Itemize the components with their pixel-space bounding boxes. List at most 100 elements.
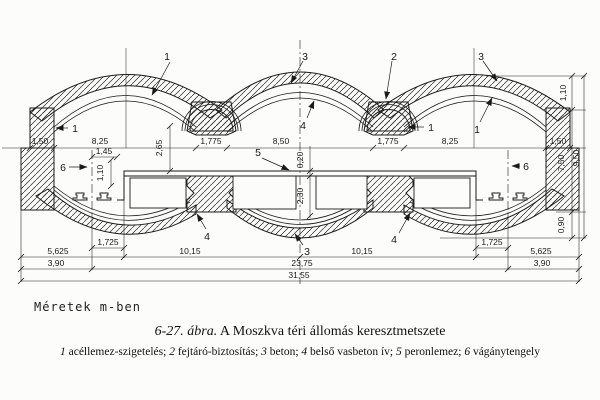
dim-950: 9,50 — [571, 149, 581, 166]
callout-3: 3 — [478, 51, 484, 63]
leader-4-invert-left — [196, 213, 207, 230]
callout-1: 1 — [474, 124, 480, 136]
legend-text: belső vasbeton ív; — [307, 346, 396, 358]
heading-arch-left-lining — [181, 101, 242, 132]
ticks-265 — [166, 122, 174, 175]
pylon-left-head — [186, 101, 237, 136]
ticks-row-2 — [17, 265, 583, 273]
dim-090: 0,90 — [556, 216, 566, 233]
dim-3155: 31,55 — [288, 270, 310, 280]
leader-3-center — [290, 60, 304, 84]
dim-pylon-right: 1,775 — [377, 136, 399, 146]
legend-text: peronlemez; — [401, 346, 465, 358]
dim-1015-left: 10,15 — [179, 246, 201, 256]
left-vault-lining — [53, 95, 197, 133]
figure-legend: 1 acéllemez-szigetelés; 2 fejtáró-biztos… — [0, 346, 600, 358]
dim-390-left: 3,90 — [48, 258, 65, 268]
extension-lines-bottom — [20, 200, 580, 282]
left-invert-arch — [35, 188, 197, 235]
leader-4-invert-right — [398, 212, 411, 234]
leader-5-slab — [261, 157, 290, 171]
center-invert-arch — [226, 198, 374, 239]
callout-1: 1 — [72, 123, 78, 135]
dim-020: 0,20 — [295, 151, 305, 168]
legend-number: 4 — [301, 346, 308, 358]
ticks-right-stack — [568, 72, 588, 242]
callout-3: 3 — [304, 246, 310, 258]
dim-390-right: 3,90 — [534, 258, 551, 268]
platform-edge-right — [475, 176, 483, 201]
right-dim-stack-lines — [440, 75, 586, 239]
dim-265: 2,65 — [154, 139, 164, 156]
dim-1725-left: 1,725 — [97, 237, 119, 247]
dimension-lines — [2, 72, 588, 285]
legend-text: fejtáró-biztosítás; — [174, 346, 262, 358]
dim-110-right: 1,10 — [558, 84, 568, 101]
callout-3: 3 — [302, 51, 308, 63]
callout-leaders — [55, 60, 520, 246]
dim-span-left: 8,25 — [92, 136, 109, 146]
pylon-right-head — [363, 101, 414, 136]
leader-3-right — [482, 60, 498, 82]
rail — [488, 192, 504, 201]
callout-numbers: 1 3 2 3 1 1 1 4 5 6 6 4 4 3 — [60, 51, 529, 258]
ticks-110-left — [107, 156, 115, 190]
heading-arch-right-lining — [358, 101, 419, 132]
callout-4: 4 — [391, 234, 397, 246]
figure-caption: 6-27. ábra. A Moszkva téri állomás keres… — [0, 324, 600, 340]
callout-1: 1 — [164, 51, 170, 63]
right-invert-arch — [403, 188, 565, 235]
leader-3-invert — [294, 233, 304, 246]
dim-145: 1,45 — [96, 146, 113, 156]
ticks-row-3 — [17, 277, 583, 285]
dim-1015-right: 10,15 — [351, 246, 373, 256]
legend-text: vágánytengely — [470, 346, 540, 358]
under-slab-room — [413, 177, 471, 209]
ticks-datum — [26, 144, 574, 152]
legend-text: beton; — [266, 346, 302, 358]
dim-2375: 23,75 — [291, 258, 313, 268]
leader-2-heading — [384, 60, 393, 100]
dimension-text: 1,50 8,25 1,775 8,50 1,775 8,25 1,50 1,4… — [32, 84, 581, 280]
callout-5: 5 — [255, 147, 261, 159]
callout-6: 6 — [60, 162, 66, 174]
figure-number: 6-27. ábra. — [154, 324, 218, 339]
dim-230: 2,30 — [295, 187, 305, 204]
station-cross-section-drawing: 1,50 8,25 1,775 8,50 1,775 8,25 1,50 1,4… — [2, 40, 588, 285]
dim-750: 7,50 — [556, 154, 566, 171]
legend-number: 6 — [464, 346, 471, 358]
legend-number: 5 — [395, 346, 402, 358]
dim-span-right: 8,25 — [442, 136, 459, 146]
hatched-structure — [20, 71, 580, 239]
leader-4-cvault — [306, 100, 315, 119]
rail — [72, 192, 88, 201]
under-slab-room — [315, 175, 368, 210]
dim-wall-right: 1,50 — [550, 136, 567, 146]
dim-110-left: 1,10 — [95, 164, 105, 181]
callout-1: 1 — [428, 122, 434, 134]
platform-structure — [117, 170, 483, 210]
ticks-145 — [88, 153, 121, 161]
center-lines — [91, 40, 509, 284]
rails — [72, 192, 528, 201]
leader-1-rvault — [479, 97, 493, 123]
ticks-020-230 — [306, 167, 314, 220]
rail — [96, 192, 112, 201]
dim-1725-right: 1,725 — [481, 237, 503, 247]
right-vault-arch — [377, 74, 571, 122]
callout-4: 4 — [300, 120, 306, 132]
callout-2: 2 — [391, 51, 397, 63]
under-slab-room — [232, 175, 297, 210]
dim-5625-right: 5,625 — [530, 246, 552, 256]
dim-span-center: 8,50 — [273, 136, 290, 146]
under-slab-room — [129, 177, 187, 209]
right-vault-lining — [403, 95, 547, 133]
platform-edge-left — [117, 176, 125, 201]
legend-number: 3 — [261, 346, 267, 358]
ticks-sub-1725 — [88, 244, 512, 252]
leader-1-top — [151, 61, 171, 96]
rail — [512, 192, 528, 201]
legend-number: 2 — [169, 346, 175, 358]
dim-wall-left: 1,50 — [32, 136, 49, 146]
